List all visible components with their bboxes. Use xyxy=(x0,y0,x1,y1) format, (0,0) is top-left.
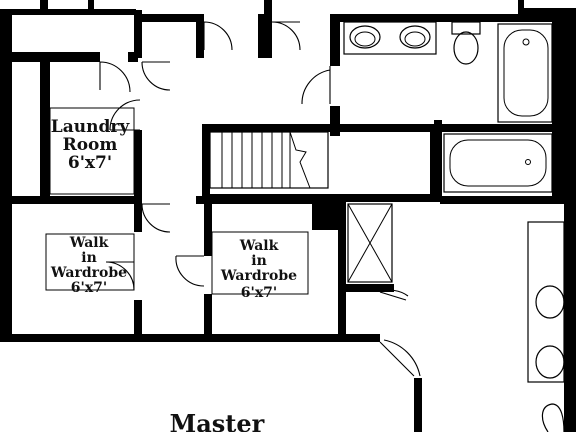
wall-shower-left xyxy=(338,196,346,342)
wall-wardrobe-top-left xyxy=(0,196,140,204)
laundry-room-name-line1: Laundry xyxy=(51,117,131,137)
wardrobe-right-name-line3: Wardrobe xyxy=(220,268,297,284)
wall-right-exterior xyxy=(564,12,576,432)
wall-hall-divider-top xyxy=(196,14,204,58)
bathtub-middle xyxy=(443,133,553,193)
wall-stair-left xyxy=(202,124,210,200)
wall-left-exterior xyxy=(0,40,12,340)
wall-closet-block xyxy=(312,200,340,230)
wall-wardrobe-left-right xyxy=(204,196,212,256)
stair-outline xyxy=(209,131,329,189)
wall-shower-bottom xyxy=(338,284,394,292)
wall-hall-divider-2 xyxy=(258,14,266,58)
wall-wardrobe-top-right xyxy=(196,196,340,204)
wall-wardrobe-right-low xyxy=(204,294,212,342)
wall-laundry-left xyxy=(40,52,50,200)
wardrobe-right-name-line1: Walk xyxy=(239,238,279,254)
wall-master-bath-left xyxy=(414,378,422,432)
toilet-bowl xyxy=(453,31,479,65)
door-shower xyxy=(379,289,409,301)
wall-left-top xyxy=(0,9,12,59)
wall-wardrobe-divider-left-low xyxy=(134,300,142,342)
laundry-room-size: 6'x7' xyxy=(68,153,112,173)
laundry-room-name-line2: Room xyxy=(63,135,118,155)
wall-stair-top xyxy=(206,124,442,132)
wall-bath-left-upper xyxy=(330,14,340,66)
shower-stall xyxy=(347,203,393,283)
master-bedroom-name: Master xyxy=(170,409,265,432)
wall-top-stub-mid xyxy=(88,0,94,14)
master-toilet xyxy=(541,403,565,432)
door-bath xyxy=(301,66,331,105)
door-wardrobe-left-top xyxy=(141,203,171,233)
wall-top-right-ext xyxy=(518,8,576,14)
wardrobe-left-box xyxy=(45,233,135,291)
sink-left xyxy=(349,25,381,49)
wall-stair-right xyxy=(430,130,438,202)
wardrobe-left-name-line2: in xyxy=(81,250,97,266)
toilet-tank xyxy=(451,21,481,35)
wall-laundry-top-stub xyxy=(128,52,138,62)
wall-laundry-right-upper xyxy=(134,10,142,58)
wall-top-right-stub xyxy=(518,0,524,14)
doors xyxy=(99,21,421,377)
door-hall-mid xyxy=(203,21,233,51)
door-hall-left xyxy=(141,61,171,91)
wardrobe-left-name-line1: Walk xyxy=(69,235,109,251)
door-laundry-top xyxy=(99,61,131,93)
wall-bath-top xyxy=(330,14,558,22)
staircase xyxy=(209,131,329,189)
bathroom-fixtures xyxy=(343,21,565,432)
wall-hall-top xyxy=(138,14,198,22)
wall-top-cap xyxy=(10,9,136,15)
master-sink-lower xyxy=(535,345,565,379)
wall-master-bath-top xyxy=(440,196,564,204)
wardrobe-right-box xyxy=(211,231,309,295)
wardrobe-left-size: 6'x7' xyxy=(71,280,107,296)
door-laundry-bottom xyxy=(109,99,141,131)
wall-bath-right xyxy=(552,14,564,202)
master-vanity xyxy=(527,221,565,383)
master-sink-upper xyxy=(535,285,565,319)
wardrobe-left-name-line3: Wardrobe xyxy=(50,265,127,281)
wall-hall-divider-3 xyxy=(264,0,272,58)
wall-bath-mid xyxy=(340,124,564,132)
door-master-bath xyxy=(379,339,421,377)
wardrobe-right-name-line2: in xyxy=(251,253,267,269)
bathtub-upper xyxy=(497,23,553,123)
wardrobe-right-size: 6'x7' xyxy=(241,285,277,301)
wall-wardrobe-divider-left xyxy=(134,196,142,232)
door-wardrobe-right xyxy=(175,255,205,287)
wall-top-stub-left xyxy=(40,0,48,14)
door-hall-right xyxy=(271,21,301,51)
wall-bath-left-lower xyxy=(330,106,340,136)
wall-hall-top-right xyxy=(188,14,200,22)
wall-wardrobe-bottom xyxy=(0,334,380,342)
sink-right xyxy=(399,25,431,49)
vanity-counter xyxy=(343,21,437,55)
wall-laundry-right-lower xyxy=(134,130,142,202)
laundry-appliance-box xyxy=(49,107,135,195)
